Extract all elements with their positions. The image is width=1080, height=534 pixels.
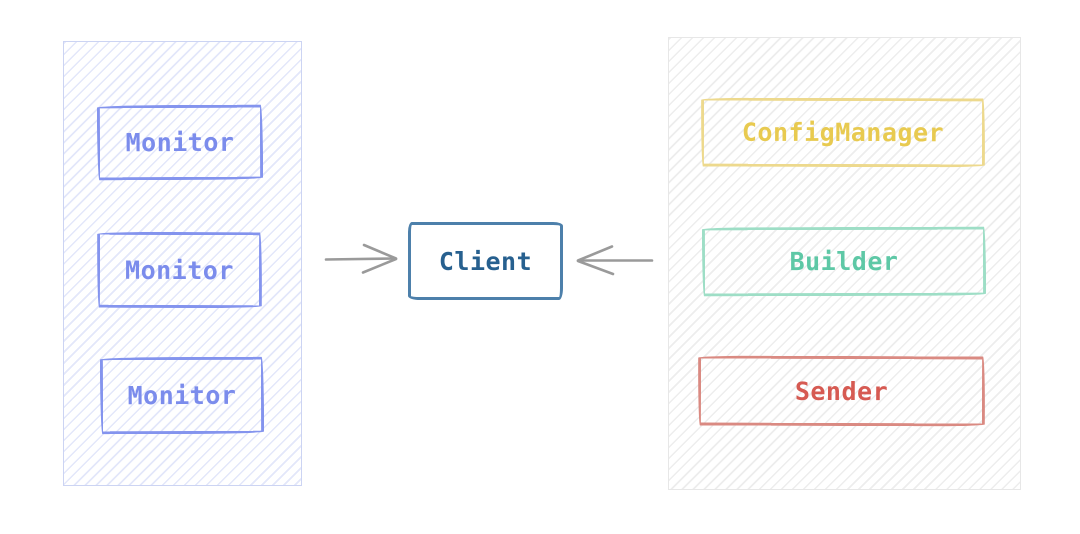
arrow-left-to-client-icon	[324, 243, 398, 274]
monitor-box-2-label: Monitor	[125, 255, 234, 285]
arrow-right-to-client-icon	[576, 245, 654, 276]
monitor-box-3: Monitor	[99, 356, 265, 435]
client-box: Client	[408, 222, 563, 300]
config-manager-box-label: ConfigManager	[741, 117, 945, 148]
client-box-label: Client	[438, 246, 533, 276]
monitor-box-3-label: Monitor	[127, 380, 237, 411]
builder-box-label: Builder	[789, 246, 899, 277]
monitors-group-panel	[63, 41, 302, 486]
sender-box: Sender	[697, 355, 986, 427]
services-group-panel	[668, 37, 1021, 490]
sender-box-label: Sender	[794, 376, 889, 406]
monitor-box-2: Monitor	[96, 231, 263, 309]
builder-box: Builder	[701, 226, 987, 297]
config-manager-box: ConfigManager	[700, 97, 986, 168]
monitor-box-1-label: Monitor	[125, 127, 235, 158]
monitor-box-1: Monitor	[96, 104, 264, 181]
